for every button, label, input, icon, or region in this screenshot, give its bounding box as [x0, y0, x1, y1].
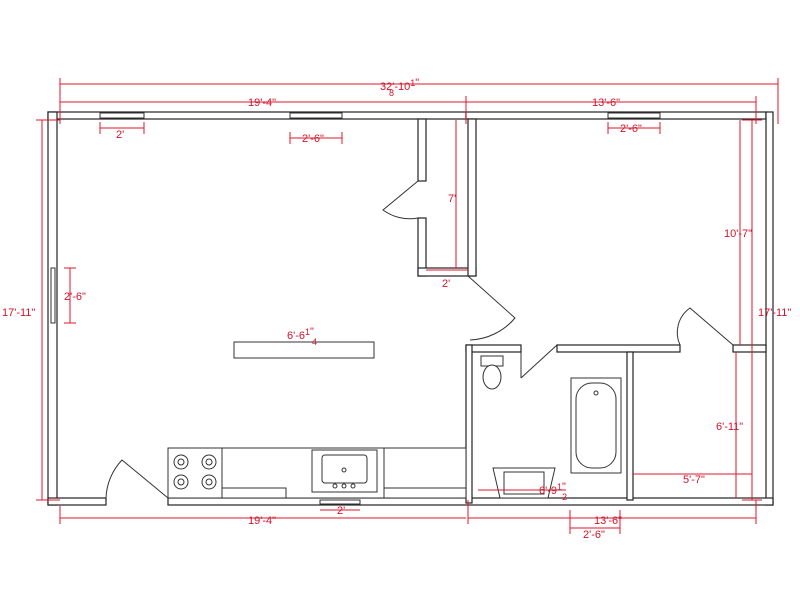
dimension-labels: 32'-101"8 19'-4" 13'-6" 2' 2'-6" 2'-6" 1…	[2, 77, 791, 541]
bedroom-door	[467, 275, 516, 341]
burner-inner	[205, 478, 213, 486]
burner-inner	[177, 478, 185, 486]
dim-bottom-right-span: 13'-6"	[594, 515, 622, 527]
bathtub-basin	[575, 382, 617, 469]
dim-bath-window: 2'-6"	[583, 529, 605, 541]
dim-top-right-span: 13'-6"	[592, 97, 620, 109]
dim-window-left: 2'-6"	[64, 291, 86, 303]
doors	[105, 180, 734, 499]
burner-inner	[177, 458, 185, 466]
dim-window-top-right: 2'-6"	[620, 123, 642, 135]
dim-sink-window: 2'	[337, 505, 345, 517]
closet-wall-left-lower	[417, 217, 427, 277]
dishwasher	[221, 487, 287, 499]
bath-door	[520, 344, 558, 379]
bathtub	[570, 377, 622, 474]
bottom-wall-left	[47, 497, 107, 506]
sink-basin	[321, 454, 368, 484]
window-top-right	[607, 112, 661, 119]
burner-inner	[205, 458, 213, 466]
closet-door	[382, 180, 419, 220]
dim-overall-width: 32'-101"8	[380, 77, 419, 98]
window-top-mid	[289, 112, 343, 119]
dim-bottom-left-span: 19'-4"	[248, 515, 276, 527]
dim-top-left-span: 19'-4"	[248, 97, 276, 109]
faucet-handle-icon	[332, 483, 338, 489]
kitchen-sink	[311, 449, 378, 493]
windows	[50, 112, 661, 505]
dim-left-height: 17'-11"	[2, 307, 35, 319]
burner-icon	[173, 474, 189, 490]
dim-window-top-mid: 2'-6"	[302, 133, 324, 145]
dim-window-top-left: 2'	[116, 129, 124, 141]
vanity-basin	[503, 471, 545, 495]
window-left	[50, 267, 56, 324]
partition-wall	[467, 118, 477, 277]
dim-closet2-width: 5'-7"	[683, 474, 705, 486]
dim-counter-length: 6'-61"4	[287, 326, 317, 347]
closet-wall-bottom	[417, 267, 477, 277]
bath-right-wall	[626, 351, 634, 501]
faucet-icon	[341, 483, 347, 489]
toilet-bowl-icon	[482, 364, 502, 390]
closet-wall-left-upper	[417, 118, 427, 182]
closet2-top-wall	[732, 344, 767, 353]
dim-closet-height: 7'	[448, 193, 456, 205]
entry-door	[105, 459, 169, 499]
bath-left-wall	[465, 344, 473, 504]
dim-bath-vanity: 6'-91"2	[539, 481, 567, 502]
dimension-lines	[36, 78, 779, 534]
window-top-left	[99, 112, 145, 119]
burner-icon	[201, 454, 217, 470]
burner-icon	[173, 454, 189, 470]
bath-top-wall-right	[556, 344, 681, 353]
faucet-handle-icon	[350, 483, 356, 489]
dim-bedroom-height: 10'-7"	[724, 228, 752, 240]
window-bottom	[319, 499, 361, 505]
bath-top-wall-left	[465, 344, 522, 353]
dim-closet-width: 2'	[442, 278, 450, 290]
dim-right-height: 17'-11"	[758, 307, 791, 319]
closet2-door	[676, 307, 734, 346]
fixtures	[167, 341, 622, 499]
counter	[233, 341, 375, 359]
tub-drain-icon	[593, 390, 599, 396]
burner-icon	[201, 474, 217, 490]
exterior-walls	[47, 111, 774, 506]
stove	[167, 447, 223, 499]
dim-closet2-height: 6'-11"	[716, 421, 743, 433]
interior-walls	[417, 118, 767, 504]
drain-icon	[341, 467, 347, 473]
